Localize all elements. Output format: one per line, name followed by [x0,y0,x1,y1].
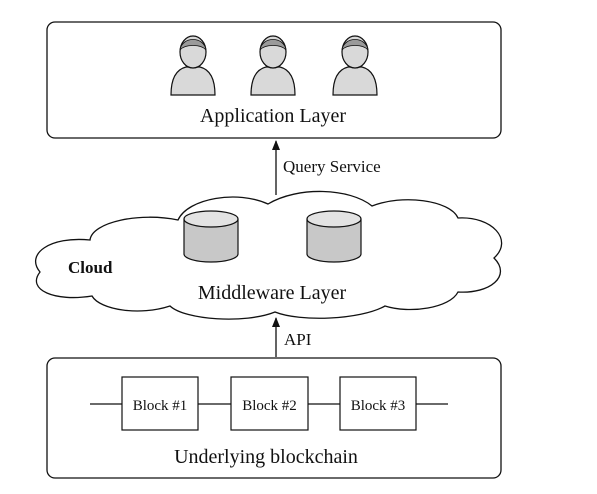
api-label: API [284,330,312,349]
application-layer-label: Application Layer [200,105,346,127]
query-service-arrow: Query Service [272,140,381,195]
block-label: Block #1 [133,398,188,414]
block-box [121,376,199,431]
user-icon [170,35,216,96]
block-box [339,376,417,431]
blockchain-layer: Block #1 Block #2 Block #3 Underlying bl… [46,357,502,479]
cloud-shape [34,190,503,320]
database-icon [183,210,239,263]
block-label: Block #2 [242,398,297,414]
cloud: Cloud Middleware Layer [34,190,503,320]
user-icon [250,35,296,96]
middleware-layer-label: Middleware Layer [198,282,347,304]
application-layer: Application Layer [46,21,502,139]
api-arrow: API [272,317,312,357]
block-box [230,376,309,431]
block-1: Block #1 [121,376,199,431]
block-2: Block #2 [230,376,309,431]
blockchain-label: Underlying blockchain [174,446,358,468]
block-label: Block #3 [351,398,406,414]
user-icon [332,35,378,96]
database-icon [306,210,362,263]
query-service-label: Query Service [283,157,381,176]
block-3: Block #3 [339,376,417,431]
cloud-label: Cloud [68,258,113,277]
